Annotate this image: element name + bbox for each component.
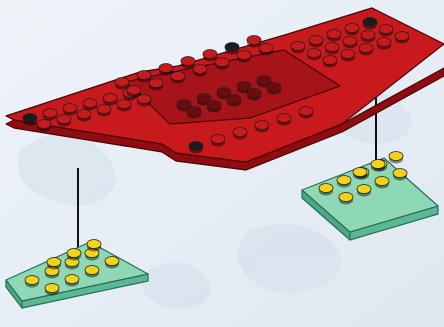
yellow-stud <box>375 177 389 189</box>
yellow-stud <box>393 169 407 181</box>
red-stud-recessed <box>227 95 241 107</box>
yellow-stud <box>105 257 119 269</box>
red-stud <box>233 128 247 140</box>
yellow-stud <box>353 168 367 180</box>
yellow-stud <box>25 276 39 288</box>
red-stud <box>309 36 323 48</box>
red-stud <box>307 49 321 61</box>
red-stud <box>379 25 393 37</box>
red-stud <box>181 57 195 69</box>
yellow-stud <box>337 176 351 188</box>
red-stud <box>237 51 251 63</box>
red-stud <box>117 100 131 112</box>
red-stud-recessed <box>207 101 221 113</box>
red-stud <box>361 31 375 43</box>
red-stud <box>225 43 239 55</box>
red-stud <box>377 38 391 50</box>
yellow-stud <box>319 184 333 196</box>
yellow-stud <box>357 185 371 197</box>
red-stud <box>57 115 71 127</box>
red-stud <box>97 105 111 117</box>
red-stud <box>247 36 261 48</box>
red-stud <box>327 30 341 42</box>
red-stud <box>215 58 229 70</box>
red-stud <box>323 56 337 68</box>
red-stud <box>149 79 163 91</box>
yellow-stud <box>389 152 403 164</box>
red-stud-recessed <box>187 107 201 119</box>
red-stud <box>341 50 355 62</box>
red-stud <box>159 64 173 76</box>
red-stud <box>291 42 305 54</box>
red-stud <box>277 114 291 126</box>
red-stud <box>23 114 37 126</box>
red-stud <box>37 120 51 132</box>
red-stud <box>325 43 339 55</box>
red-stud <box>211 135 225 147</box>
red-stud <box>255 121 269 133</box>
yellow-stud <box>65 275 79 287</box>
red-stud <box>203 50 217 62</box>
yellow-stud <box>339 193 353 205</box>
red-stud <box>299 107 313 119</box>
yellow-stud <box>87 240 101 252</box>
red-stud <box>83 99 97 111</box>
red-stud <box>259 44 273 56</box>
red-stud-recessed <box>247 89 261 101</box>
red-stud <box>103 94 117 106</box>
red-stud <box>395 32 409 44</box>
red-stud <box>343 37 357 49</box>
red-stud <box>137 71 151 83</box>
yellow-stud <box>47 258 61 270</box>
red-stud <box>171 72 185 84</box>
yellow-stud <box>85 266 99 278</box>
yellow-stud <box>371 160 385 172</box>
red-stud <box>345 24 359 36</box>
red-stud <box>363 18 377 30</box>
yellow-stud <box>45 284 59 296</box>
red-stud <box>127 86 141 98</box>
red-stud <box>77 110 91 122</box>
red-stud <box>189 142 203 154</box>
red-stud <box>63 104 77 116</box>
red-stud <box>115 78 129 90</box>
red-stud <box>193 65 207 77</box>
red-stud <box>137 95 151 107</box>
yellow-stud <box>67 249 81 261</box>
red-stud-recessed <box>267 83 281 95</box>
red-stud <box>43 109 57 121</box>
red-stud <box>359 44 373 56</box>
